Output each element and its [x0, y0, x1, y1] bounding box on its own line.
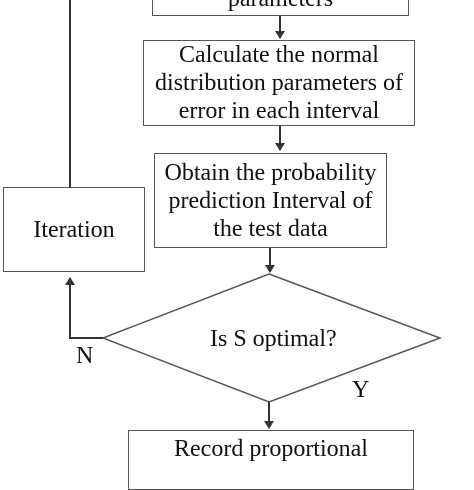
iteration-box: Iteration — [3, 187, 145, 272]
parameters-box: parameters — [152, 0, 409, 16]
record-text: Record proportional — [174, 436, 368, 462]
calculate-line-3: error in each interval — [178, 98, 380, 124]
obtain-line-1: Obtain the probability — [164, 159, 377, 186]
record-box: Record proportional — [128, 430, 414, 490]
yes-label: Y — [352, 377, 370, 403]
parameters-text: parameters — [228, 0, 333, 13]
decision-text: Is S optimal? — [210, 326, 337, 352]
calculate-line-1: Calculate the normal — [179, 42, 379, 68]
connector-lines — [65, 0, 443, 429]
no-label: N — [76, 343, 94, 369]
iteration-text: Iteration — [33, 216, 115, 243]
calculate-box: Calculate the normal distribution parame… — [143, 40, 415, 126]
no-path-line — [65, 277, 103, 339]
obtain-line-3: the test data — [213, 215, 328, 242]
obtain-box: Obtain the probability prediction Interv… — [154, 153, 387, 248]
calculate-line-2: distribution parameters of — [155, 70, 403, 96]
obtain-line-2: prediction Interval of — [168, 187, 373, 214]
